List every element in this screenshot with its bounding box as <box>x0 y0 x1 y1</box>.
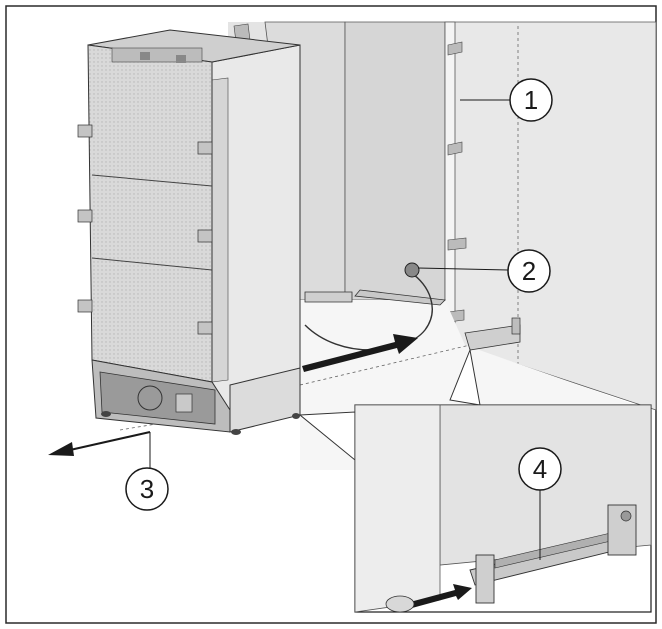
callout-1-number: 1 <box>524 85 538 115</box>
push-arrow <box>302 334 418 372</box>
pull-arrow <box>48 431 151 456</box>
callout-3: 3 <box>125 467 169 511</box>
callout-4-number: 4 <box>533 454 547 484</box>
callout-2-number: 2 <box>522 256 536 286</box>
callout-3-number: 3 <box>140 474 154 504</box>
connector-icon <box>404 262 420 278</box>
power-cable <box>304 262 433 351</box>
detail-inset <box>298 348 652 613</box>
callout-2: 2 <box>507 249 551 293</box>
appliance <box>77 29 301 435</box>
callout-1: 1 <box>509 78 553 122</box>
callout-4: 4 <box>518 447 562 491</box>
